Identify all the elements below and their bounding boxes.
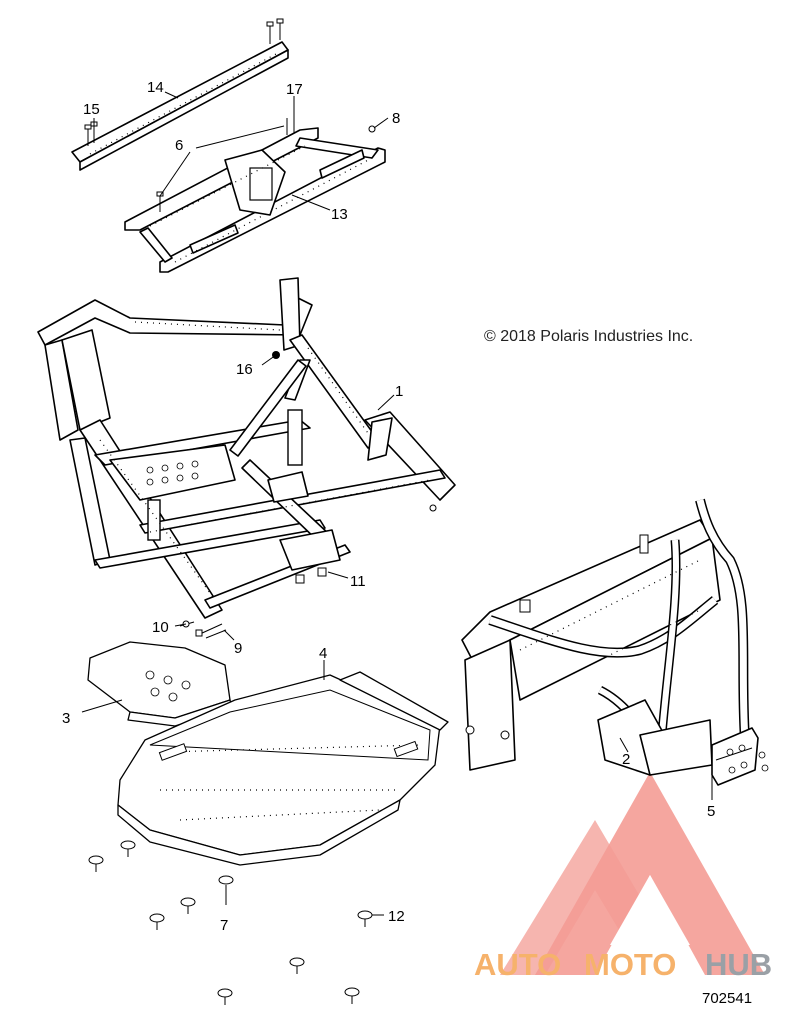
watermark-logo — [500, 772, 765, 975]
part-bolt-9 — [195, 623, 227, 639]
part-skid-plate-large — [117, 671, 449, 866]
part-screw-10 — [179, 620, 195, 628]
callout-1: 1 — [395, 383, 403, 400]
callout-15: 15 — [83, 101, 100, 118]
callout-5: 5 — [707, 803, 715, 820]
part-main-frame — [37, 277, 456, 619]
part-rear-cross-frame — [124, 116, 386, 273]
part-push-rivets — [88, 840, 373, 1005]
callout-4: 4 — [319, 645, 327, 662]
callout-17: 17 — [286, 81, 303, 98]
callout-14: 14 — [147, 79, 164, 96]
callout-11: 11 — [350, 573, 366, 590]
callout-3: 3 — [62, 710, 70, 727]
callout-9: 9 — [234, 640, 242, 657]
callout-7: 7 — [220, 917, 228, 934]
part-rear-bar — [71, 18, 289, 171]
part-front-frame — [461, 498, 750, 776]
watermark-text-hub: HUB — [705, 947, 772, 982]
copyright-text: © 2018 Polaris Industries Inc. — [484, 328, 693, 345]
leader-lines — [81, 91, 713, 916]
callout-10: 10 — [152, 619, 169, 636]
callout-8: 8 — [392, 110, 400, 127]
watermark-text-moto: MOTO — [584, 947, 676, 982]
part-side-bracket — [711, 727, 769, 786]
callout-13: 13 — [331, 206, 348, 223]
callout-labels: 14 15 17 8 6 13 16 1 11 10 9 3 4 7 12 2 … — [62, 79, 715, 934]
diagram-number: 702541 — [702, 990, 752, 1007]
watermark-text: AUTO MOTO HUB — [474, 947, 772, 982]
callout-12: 12 — [388, 908, 405, 925]
watermark-text-auto: AUTO — [474, 947, 561, 982]
callout-6: 6 — [175, 137, 183, 154]
callout-16: 16 — [236, 361, 253, 378]
callout-2: 2 — [622, 751, 630, 768]
